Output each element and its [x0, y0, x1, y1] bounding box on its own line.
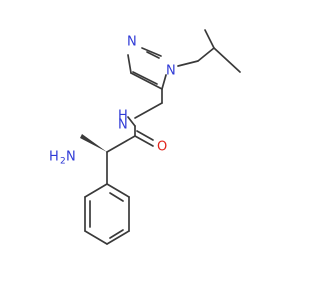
- amine-subscript: 2: [60, 157, 66, 167]
- imidazole-ring: [127, 47, 167, 90]
- amide-n-label: N: [118, 118, 128, 133]
- linker-bonds: [127, 88, 163, 127]
- isobutyl-chain: [177, 29, 241, 73]
- amide-h-label: H: [118, 109, 128, 124]
- alpha-carbon-bonds: [80, 134, 136, 185]
- stereo-wedge-bond: [80, 134, 107, 152]
- amine-n-label: N: [66, 150, 76, 165]
- amine-h-label: H: [49, 150, 59, 165]
- imidazole-n3-label: N: [127, 35, 137, 50]
- atom-labels: N N H N O H 2 N: [49, 35, 176, 167]
- molecule-structure-diagram: N N H N O H 2 N: [49, 29, 241, 245]
- imidazole-n1-label: N: [166, 64, 176, 79]
- carbonyl-o-label: O: [157, 140, 167, 155]
- phenyl-ring: [84, 183, 130, 245]
- carbonyl-group: [134, 125, 154, 147]
